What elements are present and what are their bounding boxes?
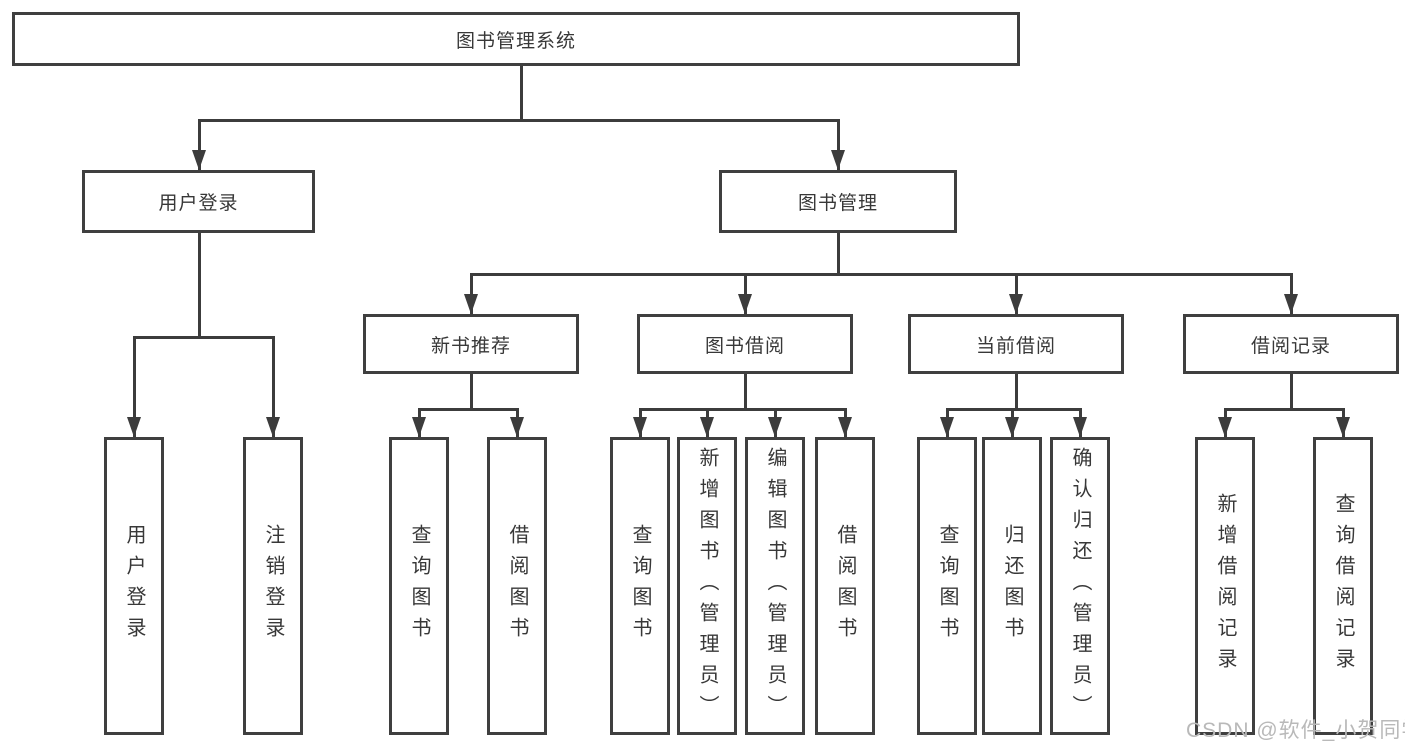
node-current-borrow: 当前借阅	[908, 314, 1124, 374]
arrow-down-icon	[412, 417, 426, 437]
node-borrow-records: 借阅记录	[1183, 314, 1399, 374]
node-borrow-records-label: 借阅记录	[1250, 335, 1331, 357]
leaf-add-book-admin: 新增图书（管理员）	[677, 437, 737, 735]
leaf-query-book-borrow: 查询图书	[610, 437, 670, 735]
arrow-down-icon	[700, 417, 714, 437]
edge-line	[198, 119, 201, 170]
node-user-login-label: 用户登录	[158, 193, 239, 214]
node-current-borrow-label: 当前借阅	[975, 335, 1056, 357]
arrow-down-icon	[633, 417, 647, 437]
leaf-label: 用户登录	[123, 524, 145, 648]
edge-line	[744, 273, 747, 314]
edge-line	[198, 119, 840, 122]
leaf-query-book-recommend: 查询图书	[389, 437, 449, 735]
leaf-borrow-book: 借阅图书	[815, 437, 875, 735]
edge-line	[418, 408, 519, 411]
arrow-down-icon	[768, 417, 782, 437]
leaf-edit-book-admin: 编辑图书（管理员）	[745, 437, 805, 735]
arrow-down-icon	[1005, 417, 1019, 437]
edge-line	[1015, 374, 1018, 411]
edge-line	[133, 336, 275, 339]
edge-line	[744, 374, 747, 411]
leaf-label: 新增图书（管理员）	[696, 446, 718, 726]
leaf-label: 借阅图书	[834, 524, 856, 648]
edge-line	[1290, 374, 1293, 411]
leaf-borrow-book-recommend: 借阅图书	[487, 437, 547, 735]
leaf-return-book: 归还图书	[982, 437, 1042, 735]
leaf-logout: 注销登录	[243, 437, 303, 735]
node-book-borrow: 图书借阅	[637, 314, 853, 374]
arrow-down-icon	[127, 417, 141, 437]
leaf-confirm-return-admin: 确认归还（管理员）	[1050, 437, 1110, 735]
node-book-management-label: 图书管理	[797, 193, 878, 214]
leaf-label: 借阅图书	[506, 524, 528, 648]
node-root-label: 图书管理系统	[455, 30, 576, 52]
node-book-borrow-label: 图书借阅	[704, 335, 785, 357]
leaf-user-login: 用户登录	[104, 437, 164, 735]
arrow-down-icon	[1073, 417, 1087, 437]
edge-line	[198, 233, 201, 339]
leaf-label: 归还图书	[1001, 524, 1023, 648]
edge-line	[946, 408, 1082, 411]
node-new-book-recommend: 新书推荐	[363, 314, 579, 374]
node-root: 图书管理系统	[12, 12, 1020, 66]
edge-line	[470, 273, 1292, 276]
arrow-down-icon	[831, 150, 845, 170]
leaf-label: 查询图书	[629, 524, 651, 648]
leaf-label: 新增借阅记录	[1214, 493, 1236, 679]
arrow-down-icon	[1284, 294, 1298, 314]
leaf-label: 查询图书	[936, 524, 958, 648]
leaf-label: 查询借阅记录	[1332, 493, 1354, 679]
edge-line	[837, 119, 840, 170]
csdn-watermark: CSDN @软件_小贺同学	[1186, 719, 1405, 742]
node-book-management: 图书管理	[719, 170, 957, 233]
arrow-down-icon	[1218, 417, 1232, 437]
node-user-login: 用户登录	[82, 170, 315, 233]
edge-line	[470, 374, 473, 411]
edge-line	[520, 66, 523, 121]
leaf-label: 编辑图书（管理员）	[764, 446, 786, 726]
node-new-book-recommend-label: 新书推荐	[430, 335, 511, 357]
arrow-down-icon	[1009, 294, 1023, 314]
leaf-label: 确认归还（管理员）	[1069, 446, 1091, 726]
edge-line	[639, 408, 847, 411]
leaf-add-borrow-record: 新增借阅记录	[1195, 437, 1255, 735]
arrow-down-icon	[738, 294, 752, 314]
edge-line	[133, 336, 136, 437]
arrow-down-icon	[940, 417, 954, 437]
edge-line	[837, 233, 840, 276]
arrow-down-icon	[510, 417, 524, 437]
edge-line	[272, 336, 275, 437]
edge-line	[1015, 273, 1018, 314]
leaf-label: 查询图书	[408, 524, 430, 648]
arrow-down-icon	[1336, 417, 1350, 437]
arrow-down-icon	[838, 417, 852, 437]
edge-line	[1224, 408, 1345, 411]
edge-line	[470, 273, 473, 314]
leaf-label: 注销登录	[262, 524, 284, 648]
leaf-query-borrow-record: 查询借阅记录	[1313, 437, 1373, 735]
arrow-down-icon	[464, 294, 478, 314]
arrow-down-icon	[192, 150, 206, 170]
leaf-query-book-current: 查询图书	[917, 437, 977, 735]
edge-line	[1290, 273, 1293, 314]
arrow-down-icon	[266, 417, 280, 437]
